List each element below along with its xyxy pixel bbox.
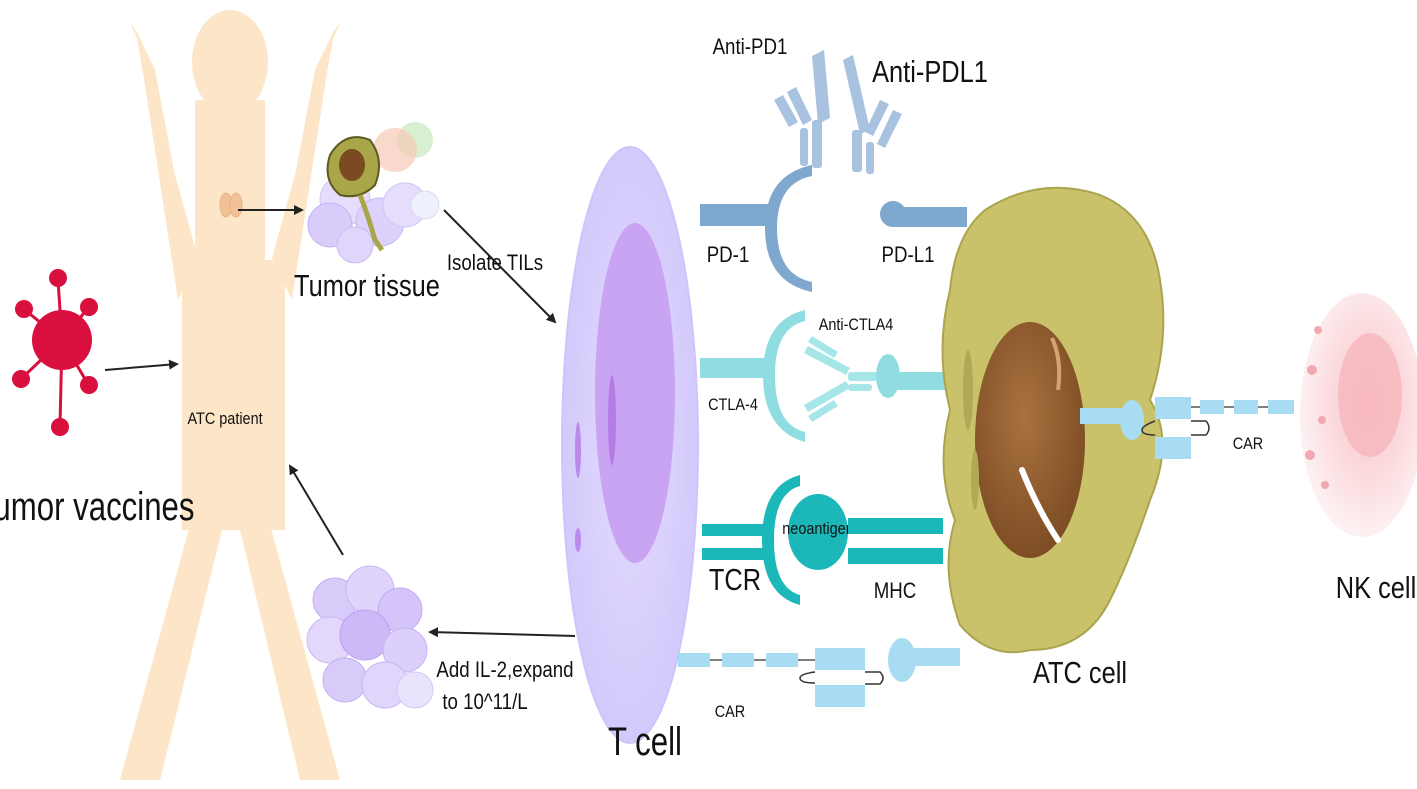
- ctla4-receptor-icon: [700, 310, 805, 442]
- pdl1-ligand-icon: [880, 201, 967, 227]
- anti-pdl1-antibody-icon: [843, 55, 902, 174]
- atc-cell-label: ATC cell: [1033, 656, 1127, 691]
- pd1-receptor-icon: [700, 165, 812, 292]
- anti-pd1-label: Anti-PD1: [713, 36, 788, 60]
- ctla4-label: CTLA-4: [708, 396, 758, 414]
- isolate-tils-label: Isolate TILs: [447, 252, 543, 276]
- nk-cell-label: NK cell: [1336, 571, 1416, 606]
- mhc-molecule-icon: [848, 518, 943, 564]
- arrow-expand-to-cells: [428, 627, 576, 638]
- car-right-label: CAR: [1233, 435, 1263, 453]
- atc-cell-icon: [941, 186, 1165, 654]
- neoantigen-icon: [788, 494, 848, 570]
- tumor-tissue-label: Tumor tissue: [294, 269, 440, 304]
- add-il2-label-line1: Add IL-2,expand: [436, 659, 573, 683]
- nk-cell-icon: [1300, 293, 1417, 537]
- tumor-vaccines-label: Tumor vaccines: [0, 484, 194, 529]
- arrow-vaccine-to-patient: [104, 359, 179, 371]
- pd1-label: PD-1: [707, 244, 750, 268]
- tcr-receptor-icon: [702, 475, 800, 605]
- car-right-icon: [1080, 397, 1294, 459]
- anti-pdl1-label: Anti-PDL1: [872, 55, 988, 90]
- add-il2-label-line2: to 10^11/L: [442, 691, 527, 715]
- car-bottom-icon: [678, 638, 960, 707]
- arrow-isolate-tils: [443, 209, 557, 324]
- t-cell-label: T cell: [608, 719, 682, 764]
- anti-ctla4-antibody-icon: [804, 336, 878, 422]
- car-bottom-label: CAR: [715, 703, 745, 721]
- tumor-vaccine-icon: [12, 269, 98, 436]
- arrow-cells-to-patient: [288, 464, 344, 556]
- atc-patient-label: ATC patient: [187, 410, 263, 428]
- expanded-t-cells-icon: [306, 565, 434, 709]
- t-cell-icon: [561, 146, 699, 744]
- anti-ctla4-label: Anti-CTLA4: [819, 316, 894, 334]
- tumor-tissue-icon: [307, 122, 440, 264]
- anti-pd1-antibody-icon: [774, 50, 830, 168]
- neoantigen-label: neoantigen: [782, 520, 853, 538]
- mhc-label: MHC: [874, 580, 917, 604]
- tcr-label: TCR: [709, 563, 761, 598]
- atc-patient-figure: [120, 10, 340, 780]
- pdl1-label: PD-L1: [882, 244, 935, 268]
